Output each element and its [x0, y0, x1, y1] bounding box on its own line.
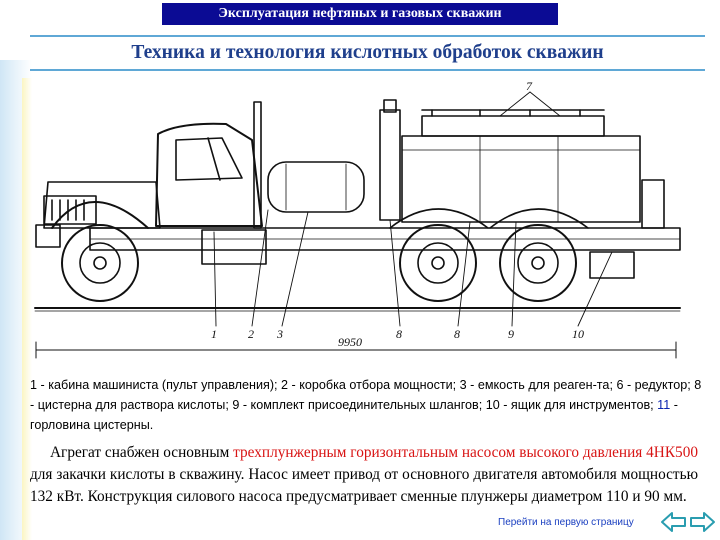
- title-divider: [30, 69, 705, 71]
- header-bar: Эксплуатация нефтяных и газовых скважин: [162, 3, 558, 25]
- callout-number: 7: [526, 80, 533, 93]
- caption-text-1: 1 - кабина машиниста (пульт управления);…: [30, 378, 702, 412]
- page-title: Техника и технология кислотных обработок…: [131, 42, 604, 63]
- arrow-right-icon[interactable]: [688, 510, 716, 534]
- pump-highlight: трехплунжерным горизонтальным насосом вы…: [233, 444, 698, 461]
- overall-length: 9950: [338, 335, 362, 349]
- part-number-2: 2: [248, 327, 254, 341]
- part-number-8b: 8: [454, 327, 460, 341]
- header-title: Эксплуатация нефтяных и газовых скважин: [218, 6, 502, 21]
- acid-truck-drawing: 1 2 3 8 8 9 10 7 9950: [34, 80, 681, 359]
- description-text-2: для закачки кислоты в скважину. Насос им…: [30, 466, 698, 505]
- top-divider: [30, 35, 705, 37]
- part-number-9: 9: [508, 327, 514, 341]
- figure-caption: 1 - кабина машиниста (пульт управления);…: [30, 375, 702, 435]
- first-page-link[interactable]: Перейти на первую страницу: [498, 517, 634, 528]
- description-text-1: Агрегат снабжен основным: [50, 444, 234, 461]
- part-number-3: 3: [276, 327, 283, 341]
- description-paragraph: Агрегат снабжен основным трехплунжерным …: [30, 442, 698, 508]
- arrow-left-icon[interactable]: [660, 510, 688, 534]
- caption-highlight: 11: [657, 398, 671, 412]
- left-decor-stripe-yellow: [22, 78, 32, 540]
- caption-text-2: - горловина цистерны.: [30, 398, 678, 432]
- part-number-1: 1: [211, 327, 217, 341]
- part-number-10: 10: [572, 327, 584, 341]
- part-number-8a: 8: [396, 327, 402, 341]
